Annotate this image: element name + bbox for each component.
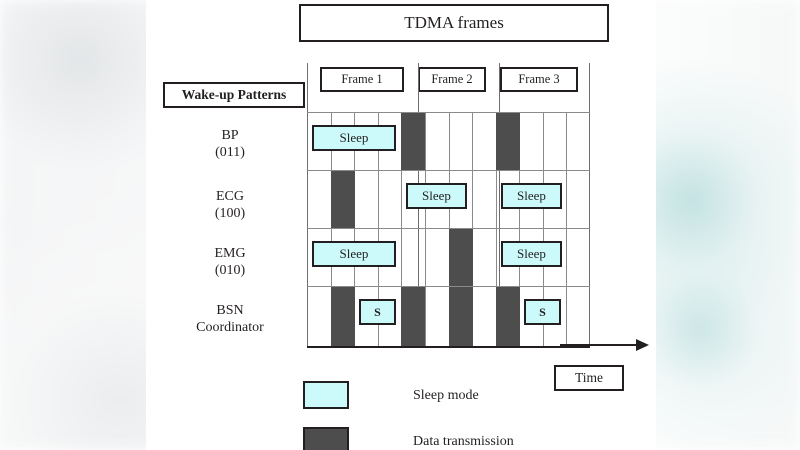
row-label-bp-pattern: (011) — [215, 145, 245, 161]
row-label-ecg-name: ECG — [216, 189, 244, 204]
row-label-emg-name: EMG — [214, 246, 246, 261]
time-axis-arrow-icon — [560, 339, 649, 351]
slot-tick-emg-11 — [566, 229, 567, 286]
plot-left-axis — [307, 63, 308, 348]
slot-tick-bp-10 — [543, 113, 544, 170]
transmission-bar-bsn-coordinator-slot-8 — [496, 287, 520, 346]
transmission-bar-bsn-coordinator-slot-6 — [449, 287, 473, 346]
row-rule-header — [307, 112, 590, 113]
row-rule-ecg — [307, 228, 590, 229]
slot-tick-emg-5 — [425, 229, 426, 286]
data-transmission-swatch — [303, 427, 349, 450]
row-rule-bp — [307, 170, 590, 171]
sleep-box-emg-1: Sleep — [501, 241, 562, 267]
transmission-bar-bsn-coordinator-slot-1 — [331, 287, 355, 346]
transmission-bar-emg-slot-6 — [449, 229, 473, 286]
slot-tick-bsn-coordinator-5 — [425, 287, 426, 346]
sleep-box-emg-0: Sleep — [312, 241, 396, 267]
sleep-box-bsn-coordinator-1: S — [524, 299, 561, 325]
frame-header-1: Frame 1 — [320, 67, 404, 92]
transmission-bar-bsn-coordinator-slot-4 — [401, 287, 425, 346]
row-label-emg: EMG (010) — [155, 245, 305, 279]
row-label-ecg: ECG (100) — [155, 188, 305, 222]
row-label-bsn: BSN Coordinator — [155, 302, 305, 336]
wakeup-patterns-caption: Wake-up Patterns — [163, 82, 305, 108]
signal-row-ecg: Sleep Sleep — [307, 171, 590, 228]
sleep-mode-legend-label: Sleep mode — [413, 388, 479, 403]
slot-tick-ecg-7 — [472, 171, 473, 228]
signal-row-bp: Sleep — [307, 113, 590, 170]
slot-tick-ecg-3 — [378, 171, 379, 228]
row-label-ecg-pattern: (100) — [214, 206, 246, 222]
row-label-emg-pattern: (010) — [214, 263, 246, 279]
slot-tick-emg-4 — [401, 229, 402, 286]
slot-tick-ecg-4 — [401, 171, 402, 228]
frame-header-2: Frame 2 — [418, 67, 486, 92]
transmission-bar-bp-slot-8 — [496, 113, 520, 170]
data-transmission-legend-label: Data transmission — [413, 434, 514, 449]
slot-tick-bp-7 — [472, 113, 473, 170]
row-rule-emg — [307, 286, 590, 287]
slot-tick-ecg-11 — [566, 171, 567, 228]
sleep-box-ecg-0: Sleep — [406, 183, 467, 209]
slot-tick-bp-6 — [449, 113, 450, 170]
frame-header-3: Frame 3 — [500, 67, 578, 92]
transmission-bar-ecg-slot-1 — [331, 171, 355, 228]
diagram-title: TDMA frames — [299, 4, 609, 42]
row-label-bsn-pattern: Coordinator — [196, 320, 264, 336]
row-label-bp-name: BP — [221, 128, 239, 143]
row-label-bsn-name: BSN — [216, 303, 244, 318]
signal-row-emg: Sleep Sleep — [307, 229, 590, 286]
transmission-bar-bp-slot-4 — [401, 113, 425, 170]
plot-right-axis — [589, 63, 590, 348]
sleep-box-ecg-1: Sleep — [501, 183, 562, 209]
sleep-box-bsn-coordinator-0: S — [359, 299, 396, 325]
slot-tick-bsn-coordinator-11 — [566, 287, 567, 346]
row-label-bp: BP (011) — [155, 127, 305, 161]
plot-bottom-axis — [307, 346, 590, 348]
slot-tick-ecg-8 — [496, 171, 497, 228]
slot-tick-bp-5 — [425, 113, 426, 170]
slot-tick-emg-8 — [496, 229, 497, 286]
sleep-box-bp-0: Sleep — [312, 125, 396, 151]
sleep-mode-swatch — [303, 381, 349, 409]
time-axis-caption: Time — [554, 365, 624, 391]
frame-separator-2 — [499, 63, 500, 346]
slot-tick-bp-11 — [566, 113, 567, 170]
